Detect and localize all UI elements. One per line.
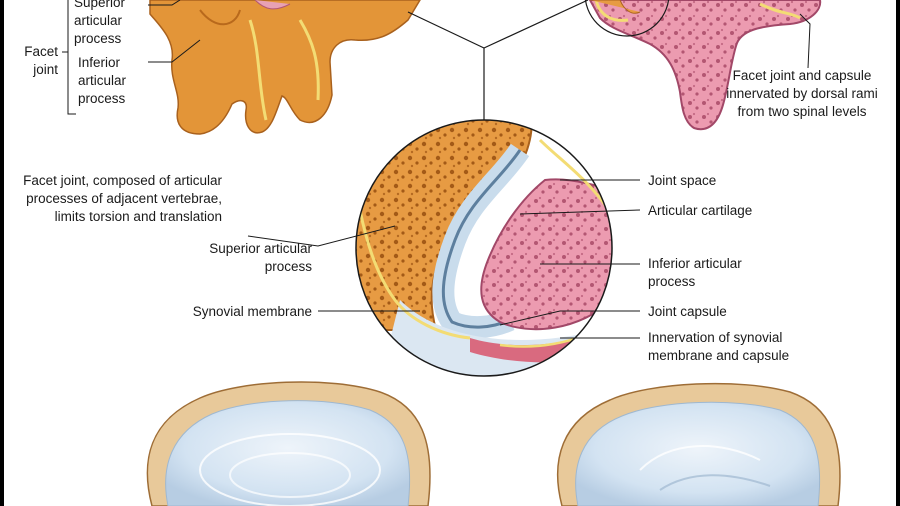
label-joint-capsule: Joint capsule — [648, 304, 727, 319]
label-inferior-articular-top: Inferior articular process — [78, 55, 127, 106]
top-left-vertebra — [149, 0, 421, 135]
label-facet-composed: Facet joint, composed of articular proce… — [23, 173, 222, 224]
left-frame-border — [0, 0, 4, 506]
label-innervation-two-levels: Facet joint and capsule innervated by do… — [726, 68, 878, 119]
label-superior-articular: Superior articular process — [209, 241, 312, 274]
connector-lines — [407, 0, 589, 121]
label-facet-joint: Facet joint — [24, 44, 58, 77]
bottom-right-disc — [556, 382, 841, 506]
magnified-joint-circle — [355, 119, 613, 377]
bottom-left-disc — [146, 381, 431, 506]
label-superior-articular-top: Superior articular process — [74, 0, 126, 46]
label-articular-cartilage: Articular cartilage — [648, 203, 753, 218]
label-synovial-membrane: Synovial membrane — [192, 304, 312, 319]
right-frame-border — [896, 0, 900, 506]
label-inferior-articular: Inferior articular process — [648, 256, 742, 289]
top-right-vertebra — [584, 0, 822, 131]
label-leader-lines — [62, 0, 811, 339]
label-joint-space: Joint space — [648, 173, 717, 188]
label-innervation-synovial: Innervation of synovial membrane and cap… — [648, 330, 790, 363]
